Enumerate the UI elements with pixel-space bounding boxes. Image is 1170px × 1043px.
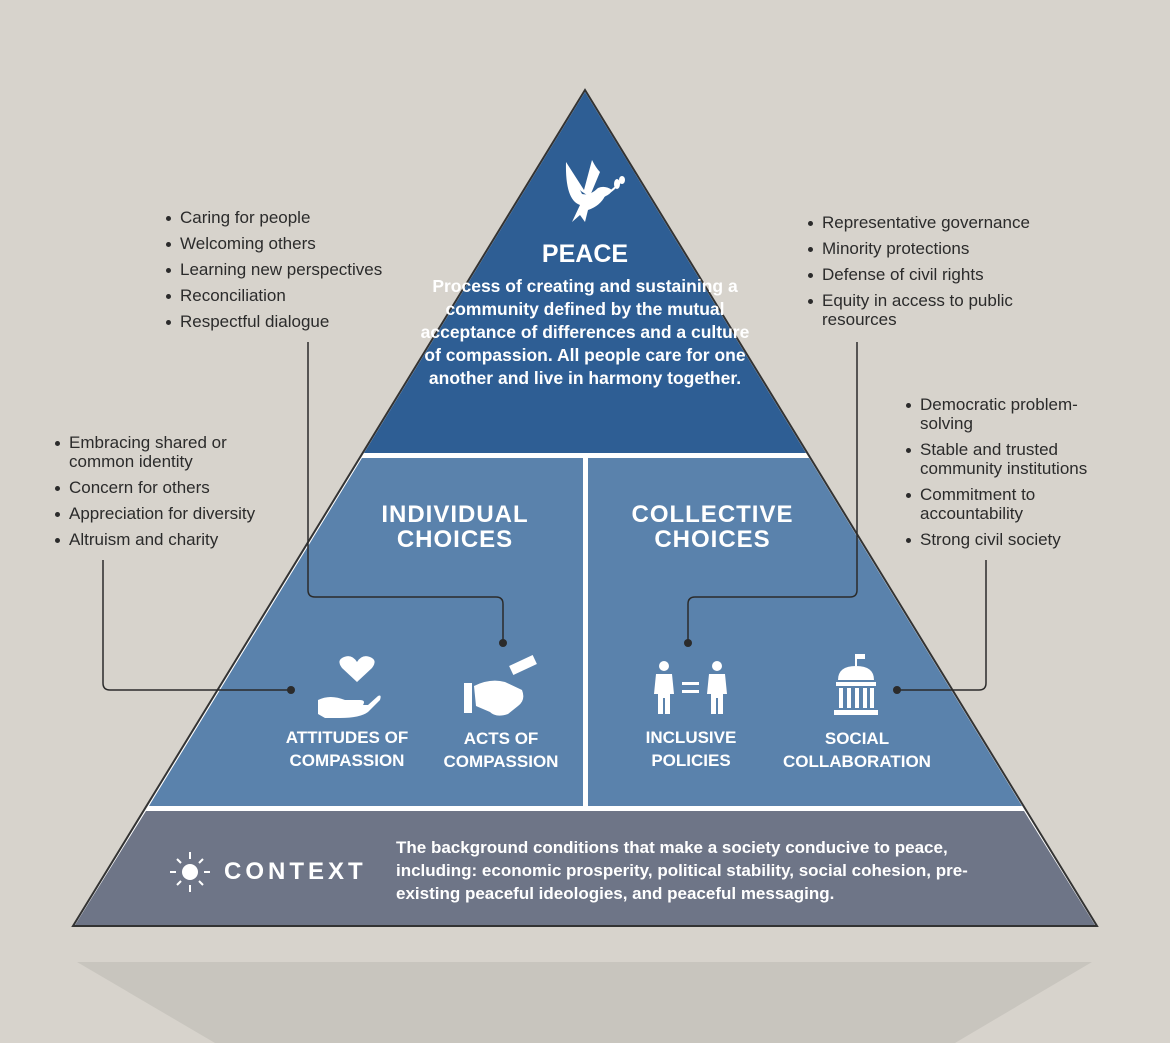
list-item: Caring for people — [164, 208, 424, 227]
list-item: Minority protections — [806, 239, 1066, 258]
heart-hand-icon — [318, 656, 381, 718]
peace-description: Process of creating and sustaining a com… — [420, 276, 750, 388]
list-item: Learning new perspectives — [164, 260, 424, 279]
list-item: Respectful dialogue — [164, 312, 424, 331]
handshake-icon — [464, 654, 537, 716]
institution-icon — [834, 654, 878, 715]
acts-list: Caring for people Welcoming others Learn… — [164, 208, 424, 338]
social-collaboration-label: SOCIAL COLLABORATION — [783, 729, 931, 771]
policies-list: Representative governance Minority prote… — [806, 213, 1066, 336]
list-item: Strong civil society — [904, 530, 1124, 549]
acts-of-compassion-label: ACTS OF COMPASSION — [443, 729, 559, 771]
list-item: Representative governance — [806, 213, 1066, 232]
list-item: Concern for others — [53, 478, 283, 497]
collective-choices-title: COLLECTIVE CHOICES — [631, 501, 794, 553]
sun-icon — [170, 852, 210, 892]
list-item: Welcoming others — [164, 234, 424, 253]
pyramid-shadow — [77, 962, 1092, 1043]
context-description: The background conditions that make a so… — [396, 838, 968, 903]
individual-choices-title: INDIVIDUAL CHOICES — [381, 501, 529, 553]
attitudes-list: Embracing shared or common identity Conc… — [53, 433, 283, 556]
list-item: Equity in access to public resources — [806, 291, 1066, 329]
list-item: Altruism and charity — [53, 530, 283, 549]
connector-dots — [287, 639, 901, 694]
connector-lines — [102, 342, 987, 691]
peace-title: PEACE — [541, 240, 629, 268]
peace-tier — [364, 92, 806, 453]
attitudes-of-compassion-label: ATTITUDES OF COMPASSION — [285, 728, 409, 770]
collective-tier — [588, 458, 1022, 806]
dove-icon — [565, 160, 625, 222]
equal-people-icon — [654, 661, 727, 714]
context-tier — [75, 811, 1095, 925]
list-item: Embracing shared or common identity — [53, 433, 283, 471]
list-item: Appreciation for diversity — [53, 504, 283, 523]
list-item: Defense of civil rights — [806, 265, 1066, 284]
list-item: Commitment to accountability — [904, 485, 1124, 523]
collaboration-list: Democratic problem-solving Stable and tr… — [904, 395, 1124, 556]
list-item: Reconciliation — [164, 286, 424, 305]
list-item: Democratic problem-solving — [904, 395, 1124, 433]
context-title: CONTEXT — [224, 858, 367, 885]
individual-tier — [149, 458, 583, 806]
list-item: Stable and trusted community institution… — [904, 440, 1124, 478]
inclusive-policies-label: INCLUSIVE POLICIES — [645, 728, 737, 770]
